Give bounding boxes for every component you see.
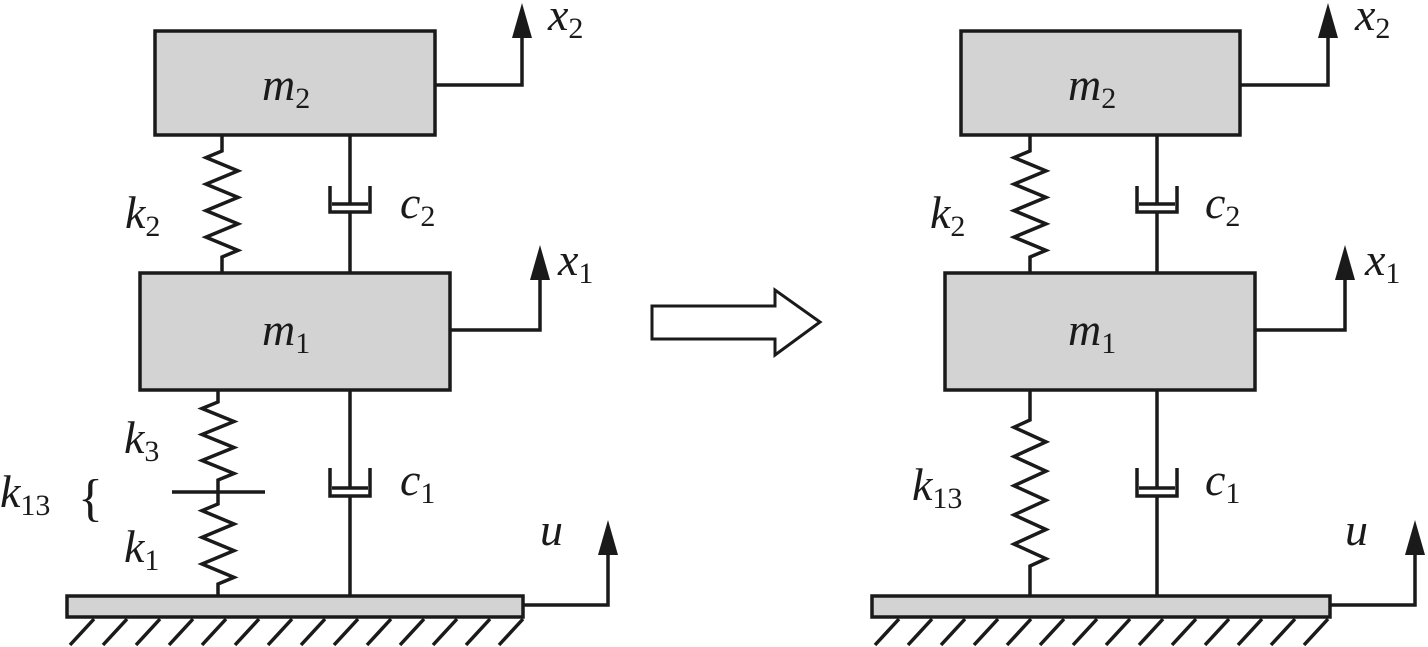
mass-m2 <box>153 29 437 137</box>
x1-displacement-arrow <box>1255 270 1347 332</box>
hatch-line <box>299 617 327 647</box>
damper-c1 <box>1135 390 1179 596</box>
hatch-line <box>1137 617 1165 647</box>
damper-c2 <box>328 135 372 273</box>
hatch-line <box>1005 617 1033 647</box>
hatch-line <box>1170 617 1198 647</box>
hatch-line <box>233 617 261 647</box>
hatch-line <box>398 617 426 647</box>
label-c1: c1 <box>400 454 435 510</box>
brace-symbol: { <box>78 470 103 527</box>
hatch-line <box>1302 617 1330 647</box>
hatch-line <box>497 617 525 647</box>
label-k13: k13 <box>912 459 962 515</box>
x1-arrowhead <box>1335 245 1355 280</box>
base-ground <box>870 594 1332 619</box>
hatch-line <box>1269 617 1297 647</box>
mass-m2 <box>959 29 1242 137</box>
label-k2: k2 <box>930 187 965 243</box>
spring-k1 <box>197 492 239 596</box>
label-m2: m2 <box>262 59 310 115</box>
hatch-line <box>464 617 492 647</box>
label-c2: c2 <box>1205 177 1240 233</box>
label-k1: k1 <box>124 521 159 577</box>
hatch-line <box>873 617 901 647</box>
hatch-line <box>200 617 228 647</box>
hatch-line <box>939 617 967 647</box>
label-m1: m1 <box>262 304 310 360</box>
hatch-line <box>906 617 934 647</box>
hatch-line <box>167 617 195 647</box>
hatch-line <box>134 617 162 647</box>
hatch-line <box>101 617 129 647</box>
label-x1: x1 <box>1364 234 1400 290</box>
label-k2: k2 <box>125 187 160 243</box>
u-displacement-arrow <box>523 545 610 607</box>
label-m2: m2 <box>1068 59 1116 115</box>
label-u: u <box>1345 504 1368 555</box>
left-system: m2 m1 x2 x1 k2 c2 k3 k1 k13 { c1 u <box>0 0 618 647</box>
x2-displacement-arrow <box>435 30 524 87</box>
hatch-line <box>266 617 294 647</box>
u-arrowhead <box>1405 520 1425 555</box>
label-u: u <box>540 504 563 555</box>
label-x1: x1 <box>557 234 593 290</box>
label-c1: c1 <box>1205 454 1240 510</box>
hatch-line <box>1104 617 1132 647</box>
x1-displacement-arrow <box>450 270 542 332</box>
label-c2: c2 <box>400 177 435 233</box>
hatch-line <box>431 617 459 647</box>
hatch-line <box>972 617 1000 647</box>
spring-k2 <box>1009 135 1051 273</box>
label-x2: x2 <box>547 0 583 45</box>
ground-hatch <box>873 617 1330 647</box>
mass-m1 <box>138 271 452 392</box>
spring-k2 <box>201 135 243 273</box>
spring-k3 <box>197 390 239 492</box>
ground-hatch <box>68 617 525 647</box>
u-arrowhead <box>598 520 618 555</box>
hatch-line <box>332 617 360 647</box>
label-x2: x2 <box>1354 0 1390 45</box>
base-ground <box>65 594 525 619</box>
hatch-line <box>1236 617 1264 647</box>
x2-displacement-arrow <box>1240 30 1330 87</box>
label-k13: k13 <box>0 466 50 522</box>
hatch-line <box>365 617 393 647</box>
damper-c2 <box>1135 135 1179 273</box>
hatch-line <box>1203 617 1231 647</box>
label-m1: m1 <box>1068 304 1116 360</box>
hatch-line <box>1038 617 1066 647</box>
hatch-line <box>1071 617 1099 647</box>
x2-arrowhead <box>1318 3 1338 38</box>
right-system: m2 m1 x2 x1 k2 c2 k13 c1 u <box>870 0 1425 647</box>
u-displacement-arrow <box>1330 545 1417 607</box>
x1-arrowhead <box>530 245 550 280</box>
damper-c1 <box>328 390 372 596</box>
hatch-line <box>68 617 96 647</box>
transformation-arrow <box>650 287 823 358</box>
x2-arrowhead <box>512 3 532 38</box>
spring-k13 <box>1009 390 1051 596</box>
label-k3: k3 <box>124 412 159 468</box>
